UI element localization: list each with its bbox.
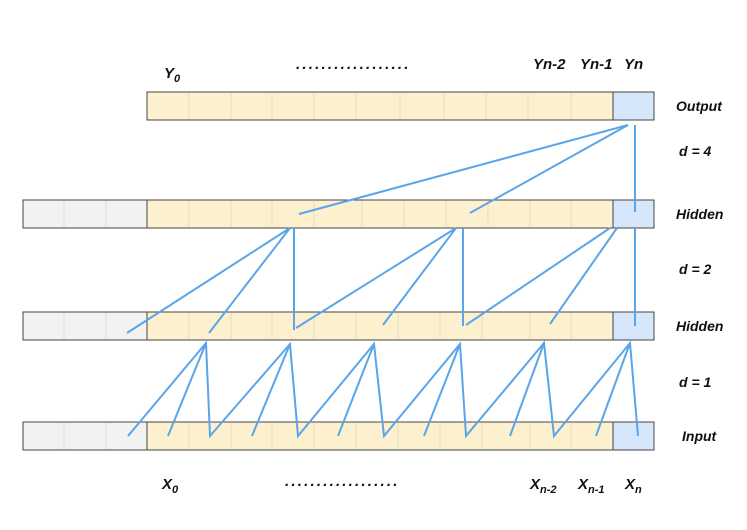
connections-dilation-2 <box>126 227 636 334</box>
connections-dilation-4 <box>298 124 636 215</box>
output-ellipsis: .................. <box>296 56 411 73</box>
hidden-2-padding-cells <box>22 199 148 229</box>
cell-separators <box>63 93 572 449</box>
hidden-2-current-cell <box>612 199 655 229</box>
output-yn-1-label: Yn-1 <box>580 56 613 73</box>
input-sequence-cells <box>146 421 614 451</box>
input-padding-cells <box>22 421 148 451</box>
dilation-label-2: d = 2 <box>679 261 712 277</box>
layer-hidden-1-bar <box>22 311 655 341</box>
input-xn-label: Xn <box>624 476 642 496</box>
input-ellipsis: .................. <box>285 473 400 490</box>
input-current-cell <box>612 421 655 451</box>
hidden-1-sequence-cells <box>146 311 614 341</box>
output-yn-label: Yn <box>624 56 643 73</box>
layer-label-output: Output <box>676 98 723 114</box>
layer-input-bar <box>22 421 655 451</box>
layer-output-bar <box>146 91 655 121</box>
output-yn-2-label: Yn-2 <box>533 56 566 73</box>
input-xn-2-label: Xn-2 <box>529 476 557 496</box>
layer-label-input: Input <box>682 428 718 444</box>
connections-dilation-1 <box>127 340 639 439</box>
input-x0-label: X0 <box>161 476 179 496</box>
output-y0-label: Y0 <box>164 65 181 85</box>
layer-hidden-2-bar <box>22 199 655 229</box>
layer-label-hidden-1: Hidden <box>676 318 723 334</box>
hidden-2-sequence-cells <box>146 199 614 229</box>
hidden-1-current-cell <box>612 311 655 341</box>
dilation-label-1: d = 1 <box>679 374 712 390</box>
input-xn-1-label: Xn-1 <box>577 476 605 496</box>
layer-label-hidden-2: Hidden <box>676 206 723 222</box>
output-sequence-cells <box>146 91 614 121</box>
output-current-cell <box>612 91 655 121</box>
dilation-label-4: d = 4 <box>679 143 712 159</box>
hidden-1-padding-cells <box>22 311 148 341</box>
